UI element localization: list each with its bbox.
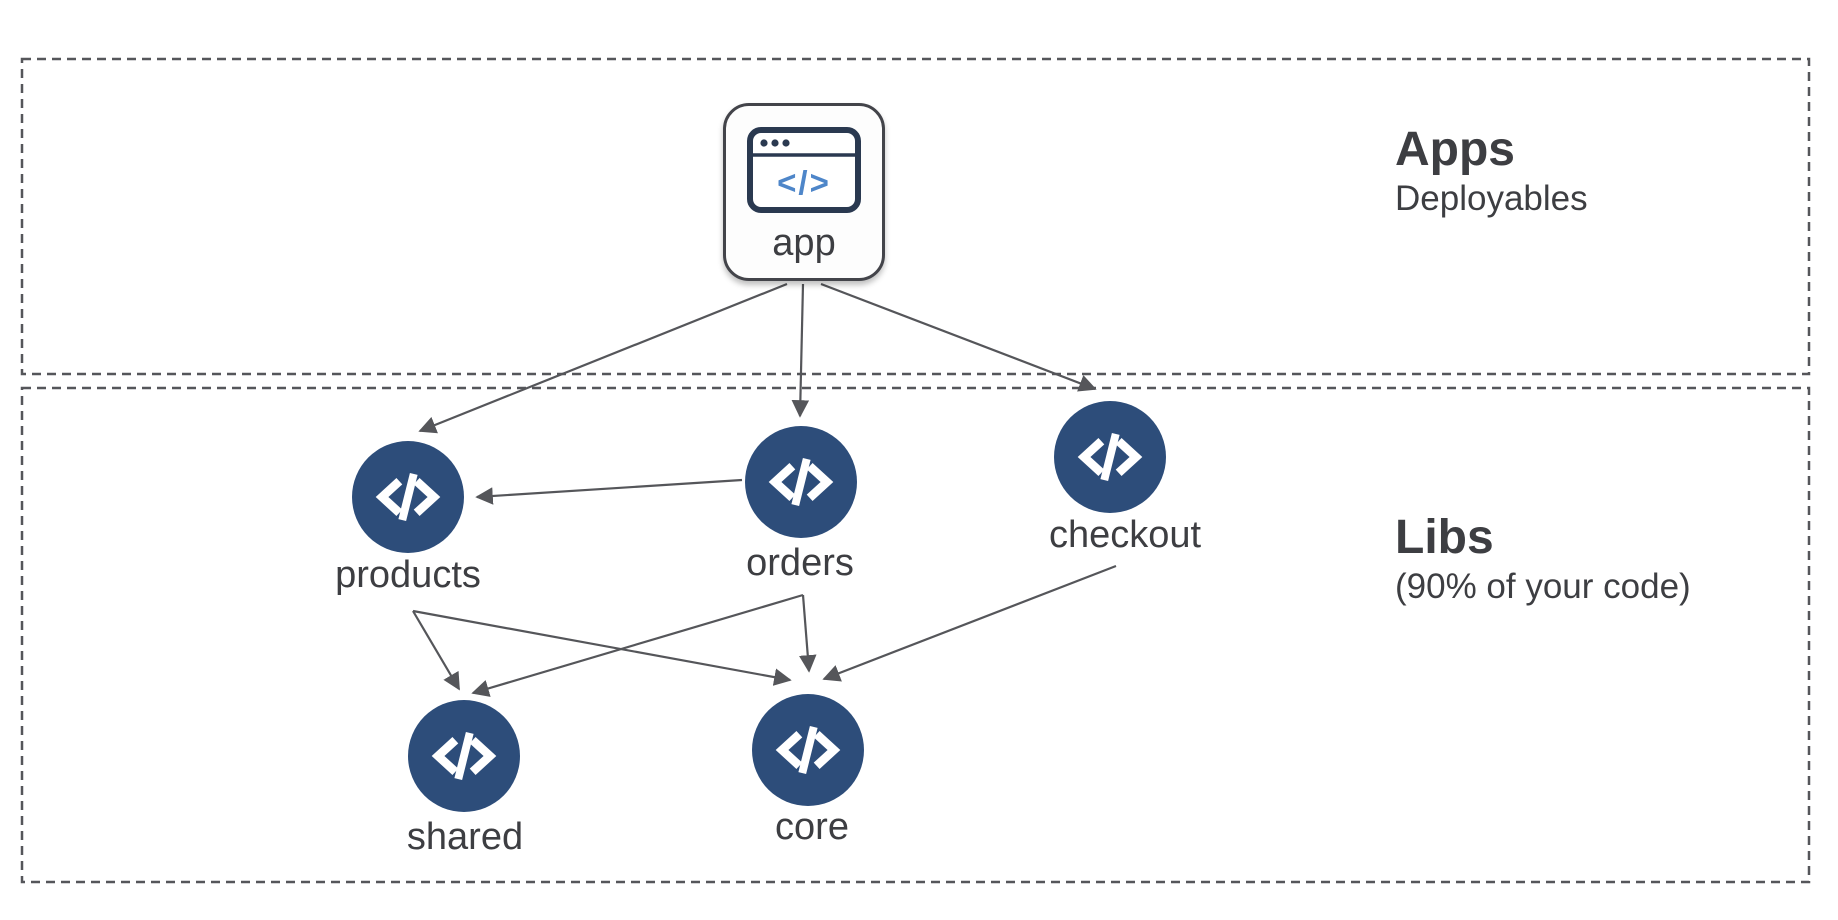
libs-section-heading: Libs (90% of your code) <box>1395 510 1691 609</box>
node-label-checkout: checkout <box>1048 514 1202 556</box>
libs-section-title: Libs <box>1395 511 1494 564</box>
libs-section-boundary <box>20 386 1811 884</box>
node-label-orders: orders <box>746 542 854 584</box>
edge-app-orders <box>791 283 810 418</box>
apps-section-subtitle: Deployables <box>1395 179 1588 219</box>
node-label-shared: shared <box>406 816 524 858</box>
edge-products-core <box>412 609 792 686</box>
edges <box>412 282 1117 697</box>
code-icon <box>775 725 841 775</box>
node-label-core: core <box>775 806 849 848</box>
edge-app-products <box>418 282 788 434</box>
app-node-label: app <box>772 222 836 264</box>
edge-orders-core <box>798 594 817 673</box>
edge-checkout-core <box>822 564 1117 682</box>
code-icon-text: </> <box>777 164 831 201</box>
apps-section-boundary <box>20 57 1811 376</box>
code-icon <box>431 731 497 781</box>
node-label-products: products <box>335 554 481 596</box>
node-app: </> app <box>723 103 885 281</box>
code-icon <box>1077 432 1143 482</box>
edge-orders-shared <box>471 593 804 697</box>
code-icon <box>768 457 834 507</box>
libs-section-subtitle: (90% of your code) <box>1395 567 1691 607</box>
node-orders <box>745 426 857 538</box>
code-icon <box>375 472 441 522</box>
edge-orders-products <box>475 478 743 505</box>
apps-section-heading: Apps Deployables <box>1395 122 1588 221</box>
node-shared <box>408 700 520 812</box>
edge-app-checkout <box>820 282 1097 392</box>
apps-section-title: Apps <box>1395 123 1515 176</box>
browser-code-icon: </> <box>747 127 861 213</box>
node-checkout <box>1054 401 1166 513</box>
node-core <box>752 694 864 806</box>
edge-products-shared <box>412 610 460 691</box>
node-products <box>352 441 464 553</box>
